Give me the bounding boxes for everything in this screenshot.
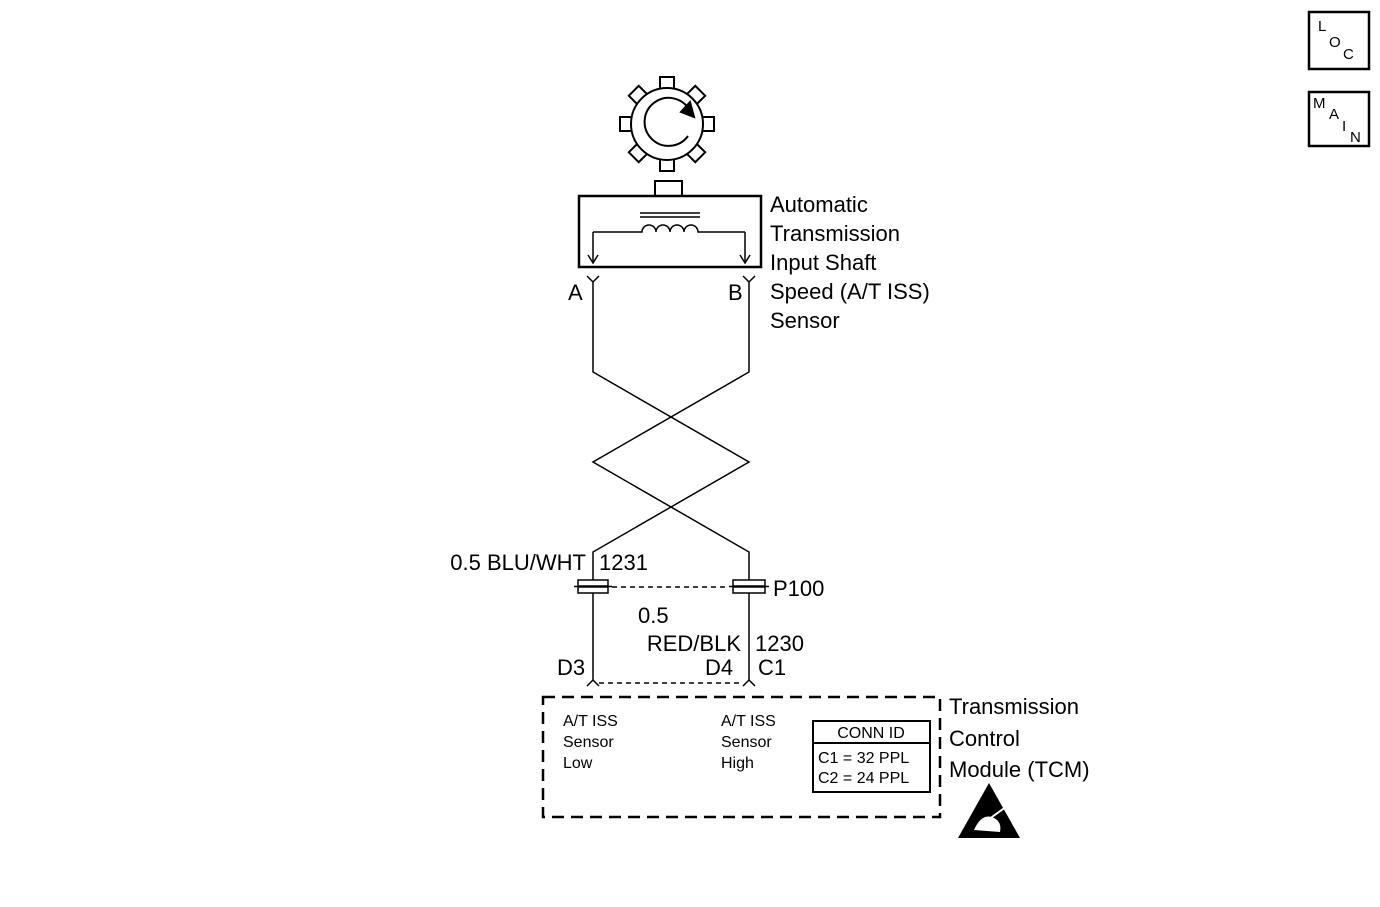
loc-letter: L — [1318, 18, 1326, 35]
main-letter: N — [1350, 129, 1361, 146]
main-button[interactable]: M A I N — [1307, 90, 1371, 148]
tcm-connector-c1-label: C1 — [758, 655, 786, 680]
sensor-name-line: Transmission — [770, 221, 900, 246]
right-wire-color-label: RED/BLK — [647, 631, 741, 656]
tcm-pin-d4-label: D4 — [705, 655, 733, 680]
loc-button[interactable]: L O C — [1307, 10, 1371, 71]
tcm-label-line: A/T ISS — [563, 713, 618, 730]
main-letter: M — [1313, 95, 1326, 112]
esd-warning-icon — [958, 783, 1020, 838]
tcm-label-line: Low — [563, 755, 593, 772]
tcm-label-line: Sensor — [721, 734, 772, 751]
tcm-name-label: Transmission Control Module (TCM) — [949, 694, 1090, 782]
reluctor-wheel-icon — [619, 76, 715, 172]
left-wire-color-label: 0.5 BLU/WHT — [450, 550, 586, 575]
connector-p100-label: P100 — [773, 576, 824, 601]
tcm-label-line: Sensor — [563, 734, 614, 751]
sensor-name-label: Automatic Transmission Input Shaft Speed… — [770, 192, 930, 333]
iss-sensor-body — [577, 194, 763, 269]
sensor-pin-b-label: B — [728, 280, 743, 305]
tcm-name-line: Transmission — [949, 694, 1079, 719]
conn-id-title: CONN ID — [837, 725, 905, 742]
tcm-label-line: A/T ISS — [721, 713, 776, 730]
tcm-high-input-label: A/T ISS Sensor High — [721, 713, 776, 772]
tcm-pin-terminals — [586, 678, 756, 687]
left-wire-circuit-label: 1231 — [599, 550, 648, 575]
conn-id-row: C1 = 32 PPL — [818, 750, 909, 767]
tcm-name-line: Control — [949, 726, 1020, 751]
right-wire-circuit-label: 1230 — [755, 631, 804, 656]
main-letter: I — [1342, 118, 1346, 135]
sensor-name-line: Speed (A/T ISS) — [770, 279, 930, 304]
tcm-low-input-label: A/T ISS Sensor Low — [563, 713, 618, 772]
tcm-module-boundary — [541, 695, 942, 819]
sensor-name-line: Input Shaft — [770, 250, 876, 275]
twisted-pair-wires — [591, 282, 751, 680]
sensor-name-line: Sensor — [770, 308, 840, 333]
p100-connector-icon — [574, 579, 769, 594]
right-wire-size-label: 0.5 — [638, 603, 669, 628]
tcm-label-line: High — [721, 755, 754, 772]
loc-letter: C — [1343, 46, 1354, 63]
loc-letter: O — [1329, 34, 1341, 51]
conn-id-table: CONN ID C1 = 32 PPL C2 = 24 PPL — [812, 720, 931, 793]
sensor-name-line: Automatic — [770, 192, 868, 217]
tcm-pin-d3-label: D3 — [557, 655, 585, 680]
sensor-tab — [654, 180, 683, 197]
conn-id-row: C2 = 24 PPL — [818, 770, 909, 787]
tcm-name-line: Module (TCM) — [949, 757, 1090, 782]
sensor-pin-a-label: A — [568, 280, 583, 305]
main-letter: A — [1329, 106, 1339, 123]
